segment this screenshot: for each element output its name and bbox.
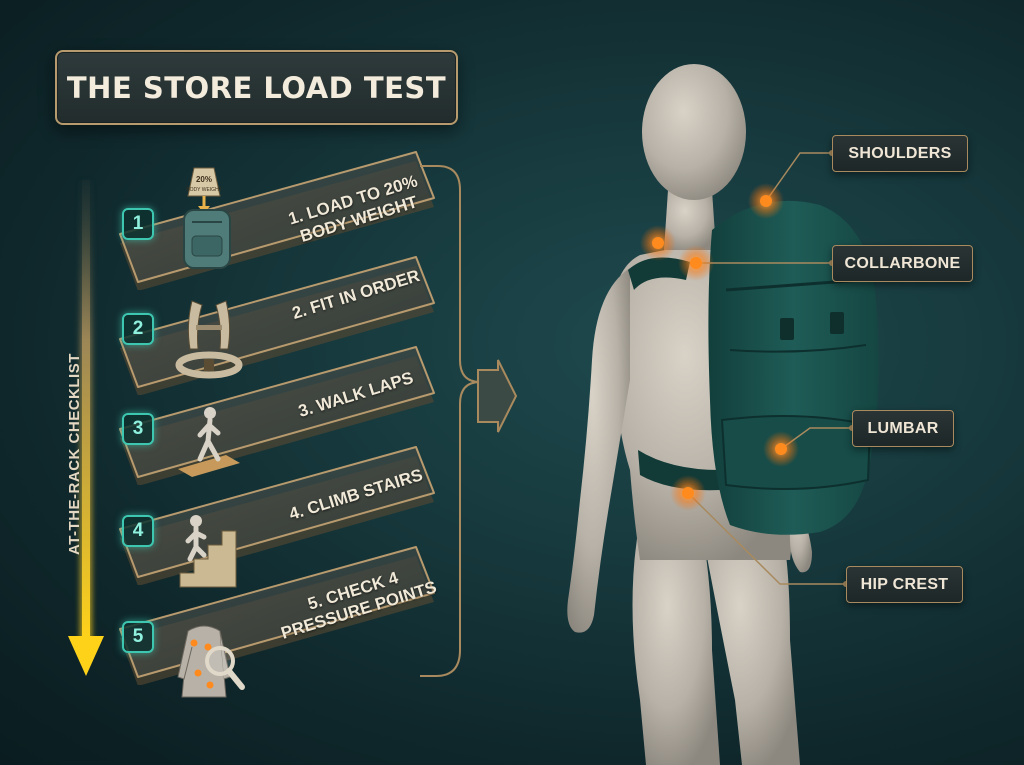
harness-and-hip-belt-icon bbox=[174, 295, 244, 389]
bracket-arrow-icon bbox=[477, 359, 518, 433]
svg-text:20%: 20% bbox=[196, 175, 212, 184]
step-plate bbox=[119, 346, 435, 485]
callout-hip-crest: HIP CREST bbox=[846, 566, 963, 603]
step-number-badge: 5 bbox=[122, 621, 154, 653]
step-number-badge: 4 bbox=[122, 515, 154, 547]
callout-collarbone: COLLARBONE bbox=[832, 245, 973, 282]
step-number-badge: 2 bbox=[122, 313, 154, 345]
step-number-badge: 3 bbox=[122, 413, 154, 445]
backpack-with-weight-tag-icon: 20% BODY WEIGHT bbox=[174, 160, 244, 274]
walking-person-icon bbox=[174, 403, 244, 482]
svg-text:BODY WEIGHT: BODY WEIGHT bbox=[186, 187, 221, 193]
climbing-stairs-icon bbox=[174, 507, 244, 596]
torso-magnifier-icon bbox=[174, 617, 249, 711]
step-number-badge: 1 bbox=[122, 208, 154, 240]
callout-shoulders: SHOULDERS bbox=[832, 135, 968, 172]
pressure-point-markers bbox=[640, 183, 799, 511]
page-title: THE STORE LOAD TEST bbox=[66, 70, 447, 105]
title-banner: THE STORE LOAD TEST bbox=[55, 50, 458, 125]
callout-lumbar: LUMBAR bbox=[852, 410, 954, 447]
